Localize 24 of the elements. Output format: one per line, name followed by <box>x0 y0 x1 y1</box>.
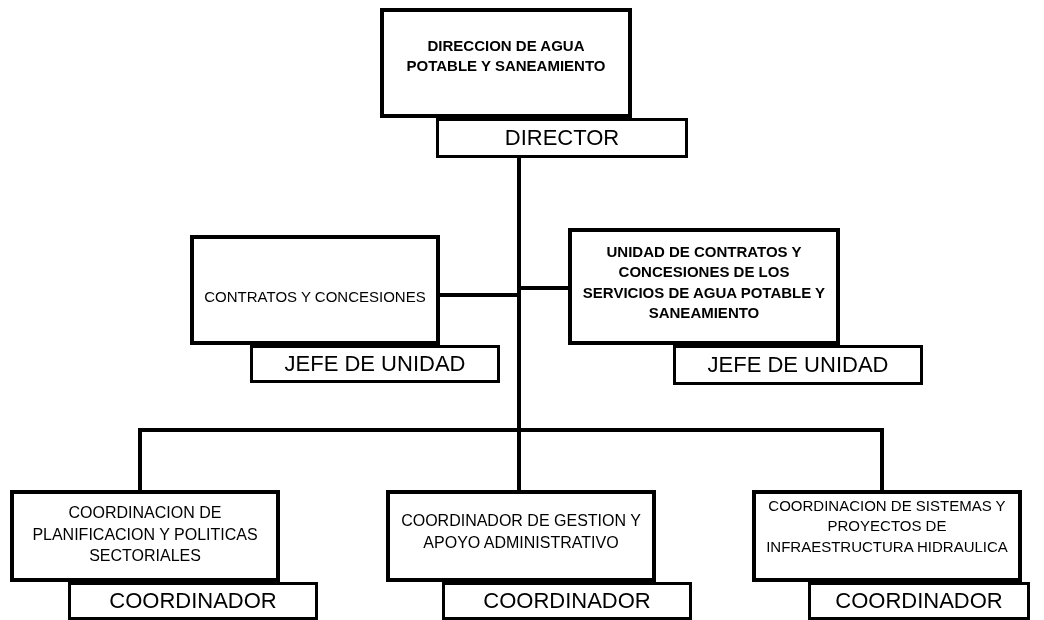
position-box <box>68 582 318 620</box>
unit-box <box>10 490 280 582</box>
unit-name: COORDINADOR DE GESTION Y APOYO ADMINISTRATIVO <box>400 511 642 553</box>
unit-box <box>386 490 656 582</box>
unit-box <box>568 228 840 345</box>
position-box <box>673 345 923 385</box>
position-title: JEFE DE UNIDAD <box>284 351 466 377</box>
position-title: COORDINADOR <box>835 588 1003 614</box>
unit-box <box>190 235 440 345</box>
unit-box <box>380 8 632 118</box>
unit-name: COORDINACION DE SISTEMAS Y PROYECTOS DE INFRAESTRUCTURA HIDRAULICA <box>765 496 1009 557</box>
unit-box <box>752 490 1022 582</box>
position-title: COORDINADOR <box>483 588 651 614</box>
position-box <box>436 118 688 158</box>
unit-name: COORDINACION DE PLANIFICACION Y POLITICAS SECTORIALES <box>31 503 259 567</box>
position-title: JEFE DE UNIDAD <box>707 352 889 378</box>
position-box <box>442 582 692 620</box>
position-title: COORDINADOR <box>109 588 277 614</box>
unit-name: DIRECCION DE AGUA POTABLE Y SANEAMIENTO <box>405 36 607 77</box>
position-box <box>808 582 1030 620</box>
position-title: DIRECTOR <box>504 125 620 151</box>
unit-name: UNIDAD DE CONTRATOS Y CONCESIONES DE LOS SERVICIOS DE AGUA POTABLE Y SANEAMIENTO <box>581 242 827 323</box>
position-box <box>250 345 500 383</box>
unit-name: CONTRATOS Y CONCESIONES <box>204 287 426 307</box>
